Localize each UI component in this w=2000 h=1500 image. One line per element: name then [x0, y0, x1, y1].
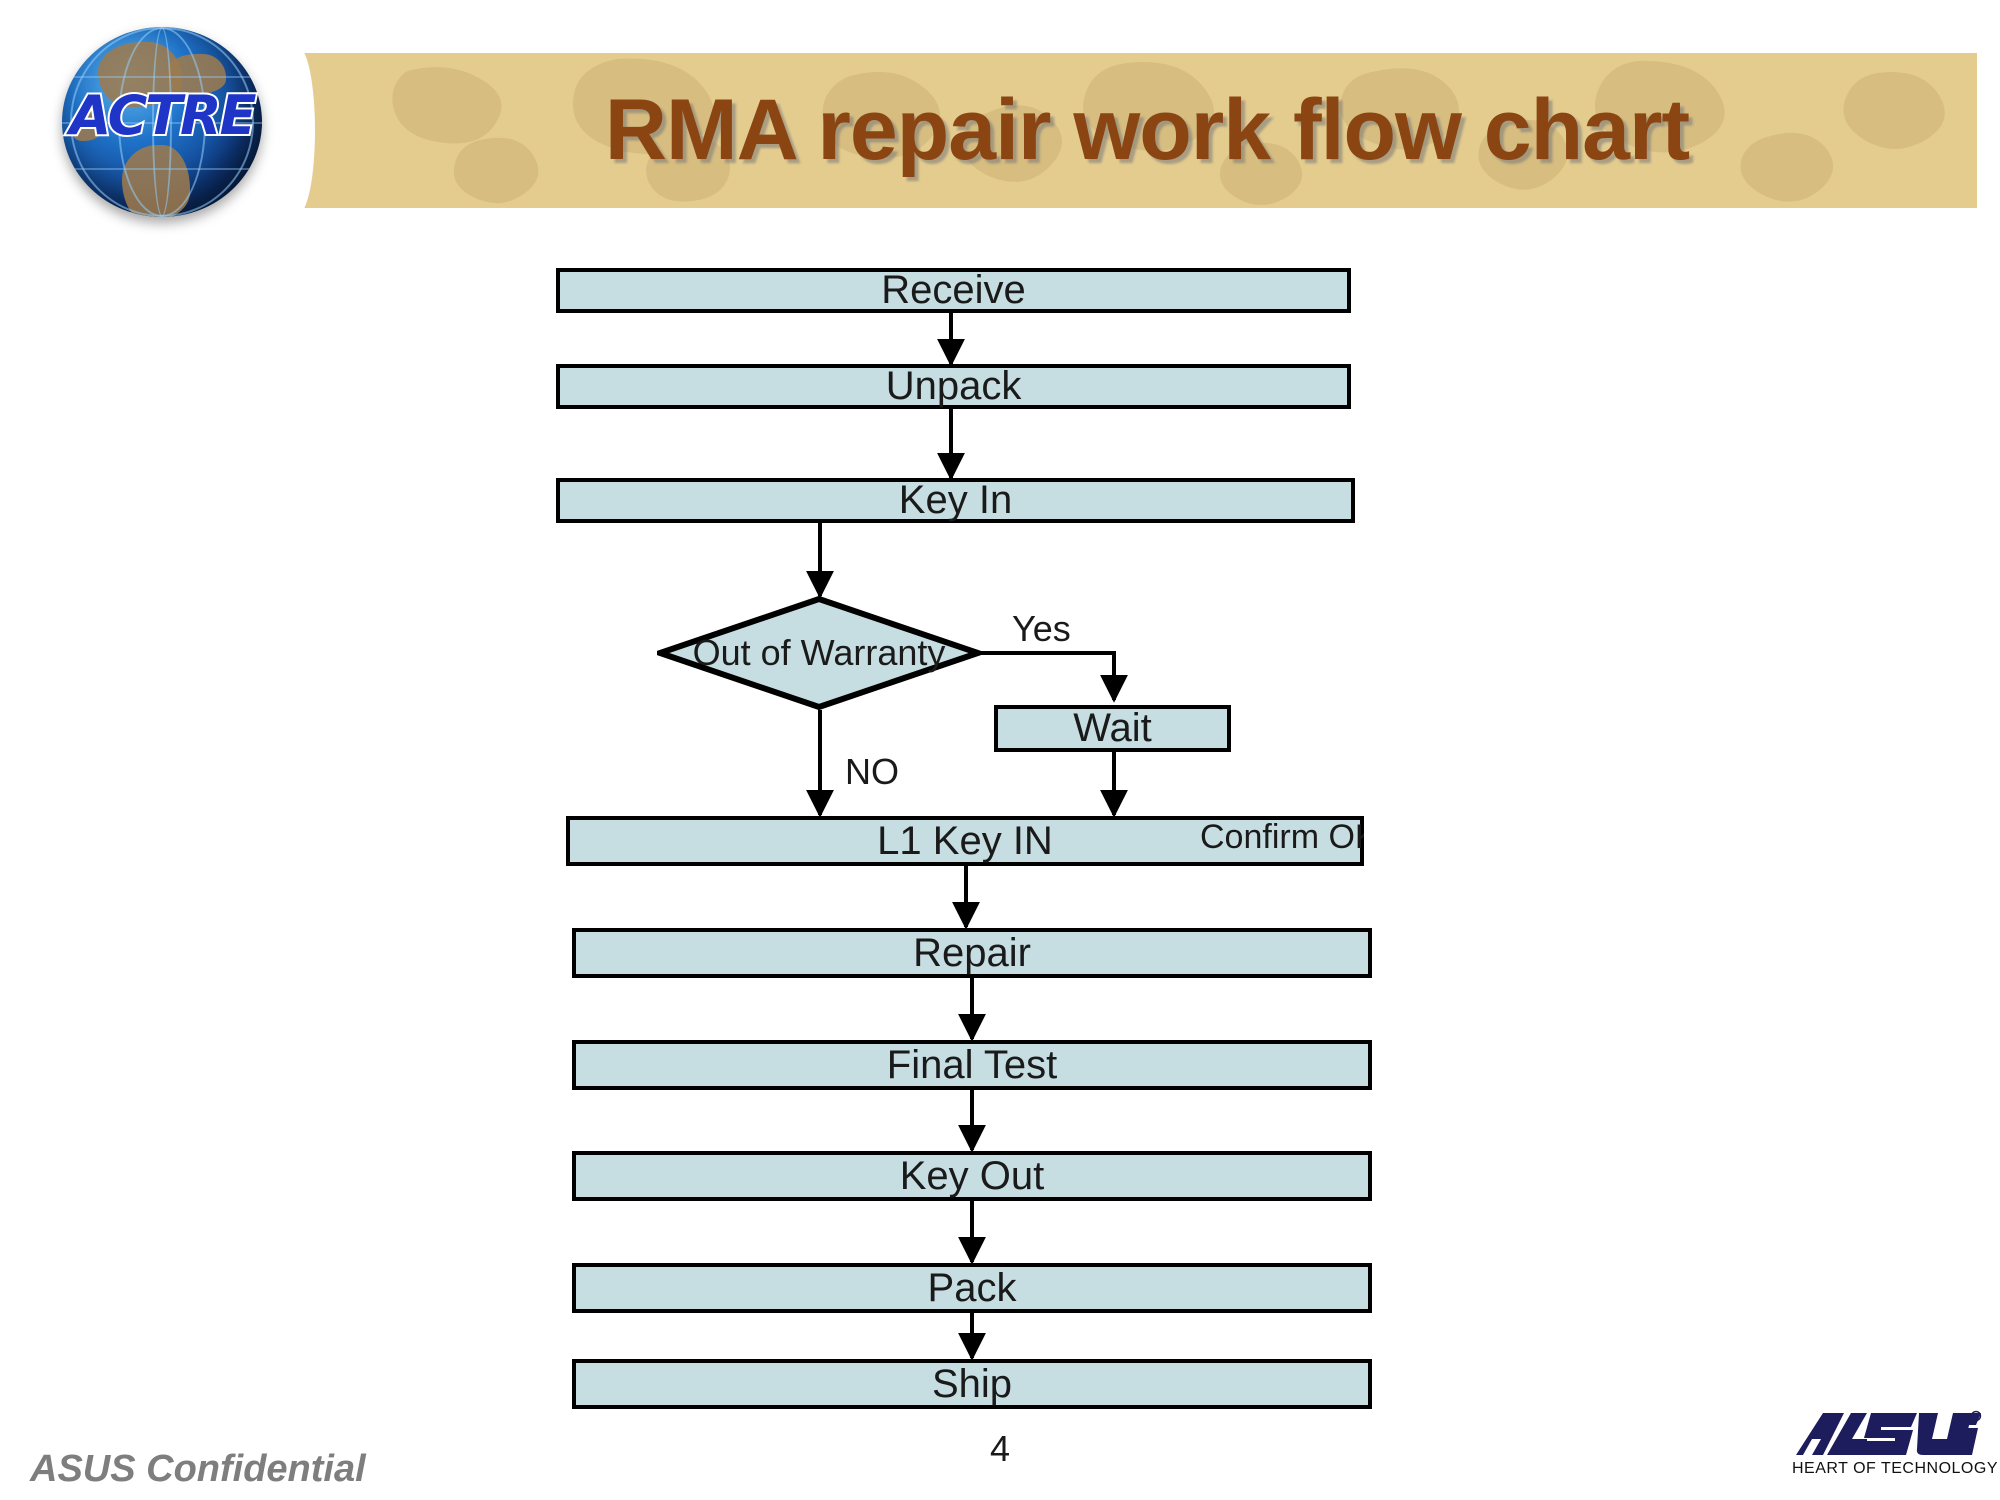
flow-node-receive[interactable]: Receive — [556, 268, 1351, 313]
edge-label-yes: Yes — [1012, 608, 1071, 649]
asus-logo: R HEART OF TECHNOLOGY — [1792, 1410, 1998, 1488]
svg-text:R: R — [1974, 1415, 1979, 1421]
edge-label-confirm-ok: Confirm OK — [1200, 818, 1364, 856]
page-title: RMA repair work flow chart — [604, 82, 1690, 178]
flow-node-final-test[interactable]: Final Test — [572, 1040, 1372, 1090]
edge-label-no: NO — [845, 751, 899, 792]
confidential-notice: ASUS Confidential — [30, 1448, 366, 1490]
flow-node-key-out[interactable]: Key Out — [572, 1151, 1372, 1201]
asus-tagline: HEART OF TECHNOLOGY — [1792, 1460, 1998, 1477]
flow-node-pack[interactable]: Pack — [572, 1263, 1372, 1313]
world-map-watermark — [392, 58, 1945, 205]
flow-node-ship[interactable]: Ship — [572, 1359, 1372, 1409]
banner-notch — [281, 47, 315, 214]
flow-node-unpack[interactable]: Unpack — [556, 364, 1351, 409]
flow-node-repair[interactable]: Repair — [572, 928, 1372, 978]
flow-node-wait[interactable]: Wait — [994, 705, 1231, 752]
actre-logo-text: ACTRE — [67, 84, 258, 147]
header-banner — [287, 53, 1977, 208]
flow-node-l1-key-in[interactable]: L1 Key IN — [566, 816, 1364, 866]
flow-node-out-of-warranty-shape — [657, 596, 981, 710]
flow-node-key-in[interactable]: Key In — [556, 478, 1355, 523]
page-number: 4 — [989, 1428, 1011, 1469]
actre-logo: ACTRE — [62, 27, 262, 217]
flow-node-out-of-warranty[interactable]: Out of Warranty — [692, 632, 946, 673]
globe-icon — [62, 27, 262, 217]
asus-wordmark-icon: R — [1796, 1410, 1982, 1455]
